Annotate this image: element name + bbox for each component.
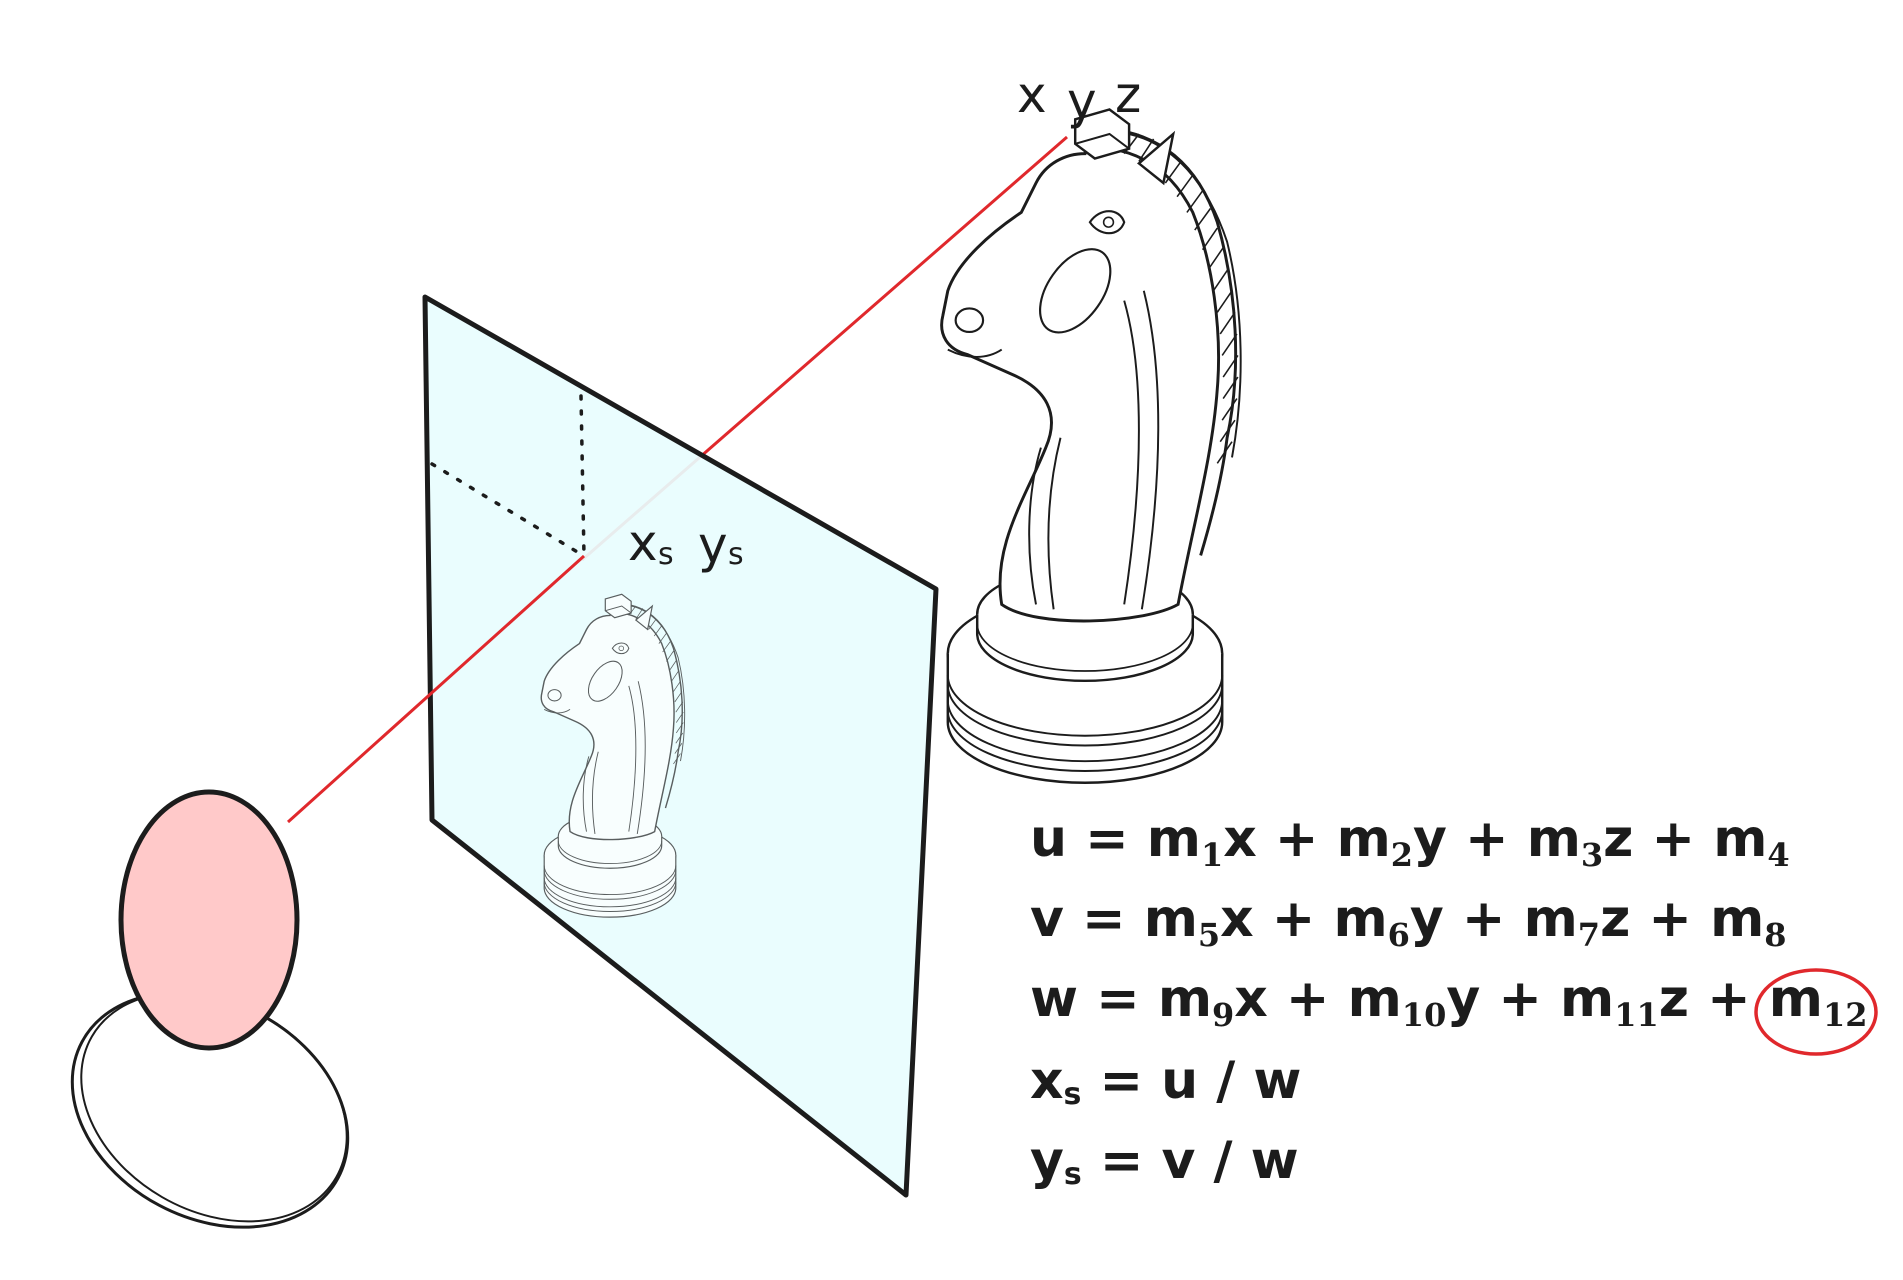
projection-screen xyxy=(422,294,939,1198)
chess-knight-icon xyxy=(940,108,1243,785)
equation-text: ys = v / w xyxy=(1030,1131,1299,1192)
m12-highlight-circle xyxy=(1754,968,1878,1056)
equation-text: v = m5x + m6y + m7z + m8 xyxy=(1030,889,1787,954)
equation-row: w = m9x + m10y + m11z + m12 xyxy=(1030,969,1868,1034)
equation-row: v = m5x + m6y + m7z + m8 xyxy=(1030,889,1787,954)
equation-text: u = m1x + m2y + m3z + m4 xyxy=(1030,809,1790,874)
svg-text:s: s xyxy=(728,537,744,572)
equation-row: ys = v / w xyxy=(1030,1131,1299,1192)
screen-point-label: x s y s xyxy=(628,514,744,574)
svg-text:y: y xyxy=(698,516,728,574)
viewer-eye-icon xyxy=(70,789,350,1229)
projection-ray-near xyxy=(286,554,586,824)
svg-text:z: z xyxy=(1115,66,1141,124)
equation-row: u = m1x + m2y + m3z + m4 xyxy=(1030,809,1790,874)
equation-row: xs = u / w xyxy=(1030,1051,1301,1112)
equation-text: xs = u / w xyxy=(1030,1051,1301,1112)
screen-coordinate-guides xyxy=(430,394,586,558)
svg-text:x: x xyxy=(628,514,658,572)
projection-equations: u = m1x + m2y + m3z + m4 v = m5x + m6y + … xyxy=(1030,809,1868,1192)
world-point-label: x y z xyxy=(1017,66,1141,130)
svg-text:y: y xyxy=(1067,72,1097,130)
svg-text:x: x xyxy=(1017,66,1047,124)
equation-text: w = m9x + m10y + m11z + m12 xyxy=(1030,969,1868,1034)
svg-text:s: s xyxy=(658,537,674,572)
